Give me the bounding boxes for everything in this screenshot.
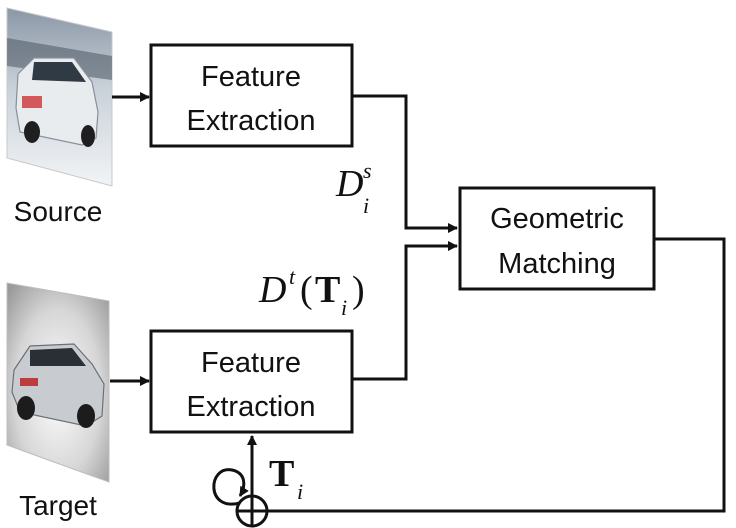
label-dt-sub: i xyxy=(341,295,347,320)
connector-top-to-matching xyxy=(352,94,458,233)
label-t-sub: i xyxy=(297,479,303,504)
source-image xyxy=(6,7,113,187)
label-t: T i xyxy=(269,453,303,504)
feature-extraction-bottom-line1: Feature xyxy=(201,347,301,379)
label-ds-sub: i xyxy=(363,193,369,218)
source-caption: Source xyxy=(14,196,103,227)
label-dt-bold: T xyxy=(315,269,340,311)
source-car-icon xyxy=(15,57,99,147)
geometric-matching-line2: Matching xyxy=(498,248,616,280)
geometric-matching-line1: Geometric xyxy=(490,203,624,235)
self-loop-arrow xyxy=(212,468,249,506)
label-dt-close: ) xyxy=(352,269,365,311)
label-ds: D xyxy=(335,163,363,205)
sum-node xyxy=(235,494,269,528)
feature-extraction-bottom-line2: Extraction xyxy=(187,391,316,423)
label-t-bold: T xyxy=(269,453,294,495)
feature-extraction-top-line2: Extraction xyxy=(187,105,316,137)
label-dt-sup: t xyxy=(289,264,296,289)
feedback-line xyxy=(268,237,726,513)
target-car-icon xyxy=(11,343,105,428)
target-caption: Target xyxy=(19,490,97,521)
feature-extraction-top-line1: Feature xyxy=(201,61,301,93)
feature-extraction-top-box xyxy=(149,43,354,148)
connector-bottom-to-matching xyxy=(352,241,458,381)
target-image xyxy=(6,282,110,483)
label-dt-open: ( xyxy=(300,269,313,311)
label-dt-base: D xyxy=(258,269,286,311)
label-dt: D t ( T i ) xyxy=(258,264,365,320)
geometric-matching-box xyxy=(458,186,656,291)
feature-extraction-bottom-box xyxy=(149,329,354,434)
label-ds-sup: s xyxy=(363,158,372,183)
